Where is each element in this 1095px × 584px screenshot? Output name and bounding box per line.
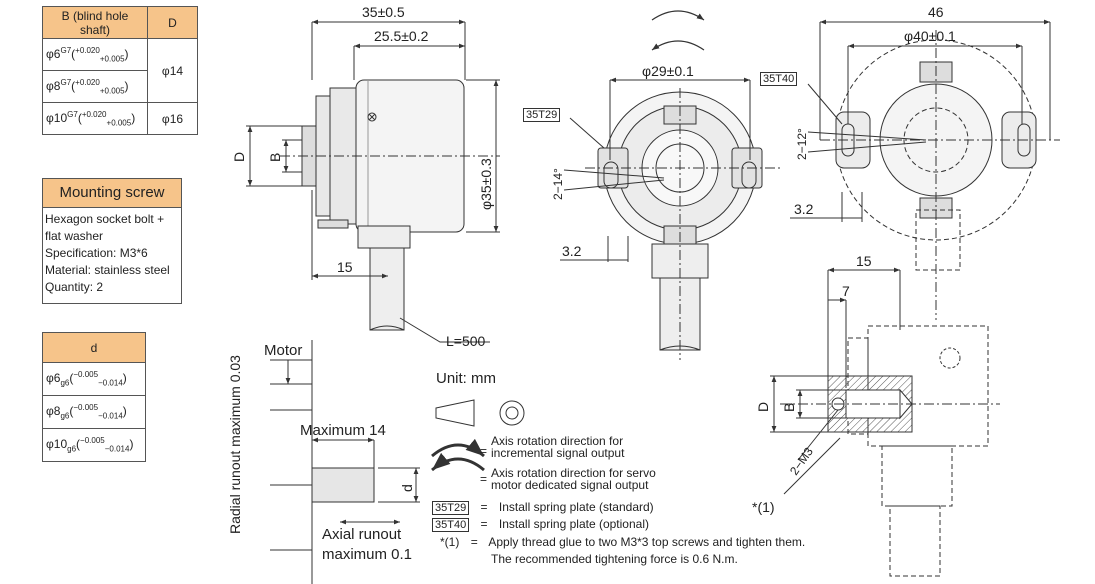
rotation-arrows — [651, 10, 705, 51]
table-b-row: φ8G7(+0.020+0.005) — [42, 70, 148, 103]
rotation-servo-eq: = — [480, 472, 488, 486]
table-d-header: D — [147, 6, 198, 39]
mounting-screw-line: Material: stainless steel — [45, 263, 170, 277]
dim-label-B: B — [267, 153, 283, 162]
axial-runout-max-label: maximum 0.1 — [322, 546, 413, 563]
mounting-screw-line: Specification: M3*6 — [45, 246, 148, 260]
rotation-inc-eq: = — [480, 444, 488, 458]
side-view — [246, 19, 500, 343]
legend-symbols — [431, 399, 525, 472]
axial-runout-label: Axial runout — [322, 526, 402, 543]
radial-runout-label: Radial runout maximum 0.03 — [227, 355, 243, 534]
legend-note-line2: The recommended tightening force is 0.6 … — [491, 552, 738, 566]
mounting-screw-line: Hexagon socket bolt + — [45, 212, 165, 226]
dim-sec-note: *(1) — [752, 499, 775, 515]
mounting-screw-line: Quantity: 2 — [45, 280, 104, 294]
motor-shaft — [270, 340, 420, 584]
dim-right-46: 46 — [928, 4, 944, 20]
rotation-inc-line1: Axis rotation direction for — [491, 434, 624, 448]
dim-right-32: 3.2 — [794, 201, 814, 217]
dim-right-dia: φ40±0.1 — [904, 28, 956, 44]
dim-label-D: D — [231, 152, 247, 162]
dim-cable: L=500 — [446, 333, 486, 349]
motor-label: Motor — [264, 342, 303, 359]
legend-optional: 35T40 = Install spring plate (optional) — [432, 517, 649, 532]
table-shaft-d-row: φ8g6(−0.005−0.014) — [42, 395, 146, 429]
rotation-servo-line1: Axis rotation direction for servo — [491, 466, 656, 480]
dim-len-15-side: 15 — [337, 259, 353, 275]
dim-right-angle: 2−12° — [795, 128, 809, 160]
dim-sec-D: D — [755, 402, 771, 412]
table-b-header: B (blind hole shaft) — [42, 6, 148, 39]
rotation-inc-line2: incremental signal output — [491, 446, 625, 460]
table-b-d: B (blind hole shaft) D φ6G7(+0.020+0.005… — [42, 6, 198, 135]
table-shaft-d: d φ6g6(−0.005−0.014) φ8g6(−0.005−0.014) … — [42, 332, 146, 462]
unit-label: Unit: mm — [436, 370, 496, 387]
table-shaft-d-header: d — [42, 332, 146, 363]
motor-d-label: d — [399, 484, 415, 492]
dim-len-body: 25.5±0.2 — [374, 28, 429, 44]
dim-sec-15: 15 — [856, 253, 872, 269]
table-d-value: φ16 — [147, 102, 198, 135]
mounting-screw-title: Mounting screw — [43, 179, 181, 208]
dim-front-32: 3.2 — [562, 243, 582, 259]
section-view — [770, 267, 1000, 577]
dim-sec-7: 7 — [842, 283, 850, 299]
dim-sec-B: B — [781, 403, 797, 412]
table-shaft-d-row: φ10g6(−0.005−0.014) — [42, 428, 146, 462]
mounting-screw-line: flat washer — [45, 229, 104, 243]
max14-label: Maximum 14 — [300, 422, 386, 439]
mounting-screw-body: Hexagon socket bolt + flat washer Specif… — [43, 208, 181, 299]
dim-len-total: 35±0.5 — [362, 4, 405, 20]
mounting-screw-box: Mounting screw Hexagon socket bolt + fla… — [42, 178, 182, 304]
table-b-row: φ10G7(+0.020+0.005) — [42, 102, 148, 135]
table-shaft-d-row: φ6g6(−0.005−0.014) — [42, 362, 146, 396]
rotation-servo-line2: motor dedicated signal output — [491, 478, 649, 492]
right-view — [790, 19, 1060, 320]
front-tag: 35T29 — [523, 106, 561, 122]
legend-note: *(1) = Apply thread glue to two M3*3 top… — [440, 535, 806, 549]
dim-front-dia: φ29±0.1 — [642, 63, 694, 79]
table-b-row: φ6G7(+0.020+0.005) — [42, 38, 148, 71]
legend-standard: 35T29 = Install spring plate (standard) — [432, 500, 654, 515]
dim-sec-m3: 2−M3 — [787, 445, 816, 478]
right-tag: 35T40 — [760, 70, 798, 86]
dim-front-angle: 2−14° — [551, 168, 565, 200]
dim-dia-body: φ35±0.3 — [478, 158, 494, 210]
table-d-value: φ14 — [147, 38, 198, 103]
front-view — [560, 77, 780, 360]
